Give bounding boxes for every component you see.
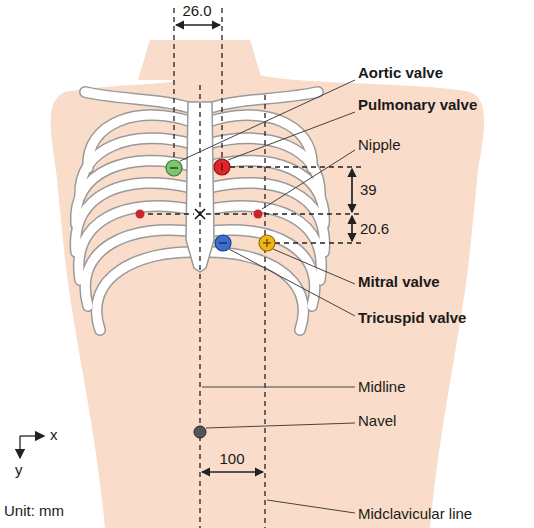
body-outline [51,40,484,528]
nipple-dot [136,210,145,219]
dimension-value: 20.6 [360,220,389,238]
aortic-marker [166,160,182,176]
unit-note: Unit: mm [4,502,64,520]
axis-label: x [50,426,58,444]
dimension-value: 26.0 [182,2,211,20]
navel-dot [194,426,206,438]
line-label: Midline [358,378,406,396]
nipple-dot [254,210,263,219]
pulmonary-marker [214,159,230,175]
dimension-value: 39 [360,181,377,199]
valve-label: Tricuspid valve [358,309,466,327]
part-label: Navel [358,412,396,430]
dimension-value: 100 [219,450,244,468]
part-label: Nipple [358,136,401,154]
valve-label: Pulmonary valve [358,96,477,114]
tricuspid-marker [215,235,231,251]
line-label: Midclavicular line [358,505,472,523]
valve-label: Aortic valve [358,64,443,82]
valve-label: Mitral valve [358,273,440,291]
mitral-marker [259,235,275,251]
axis-label: y [15,461,23,479]
